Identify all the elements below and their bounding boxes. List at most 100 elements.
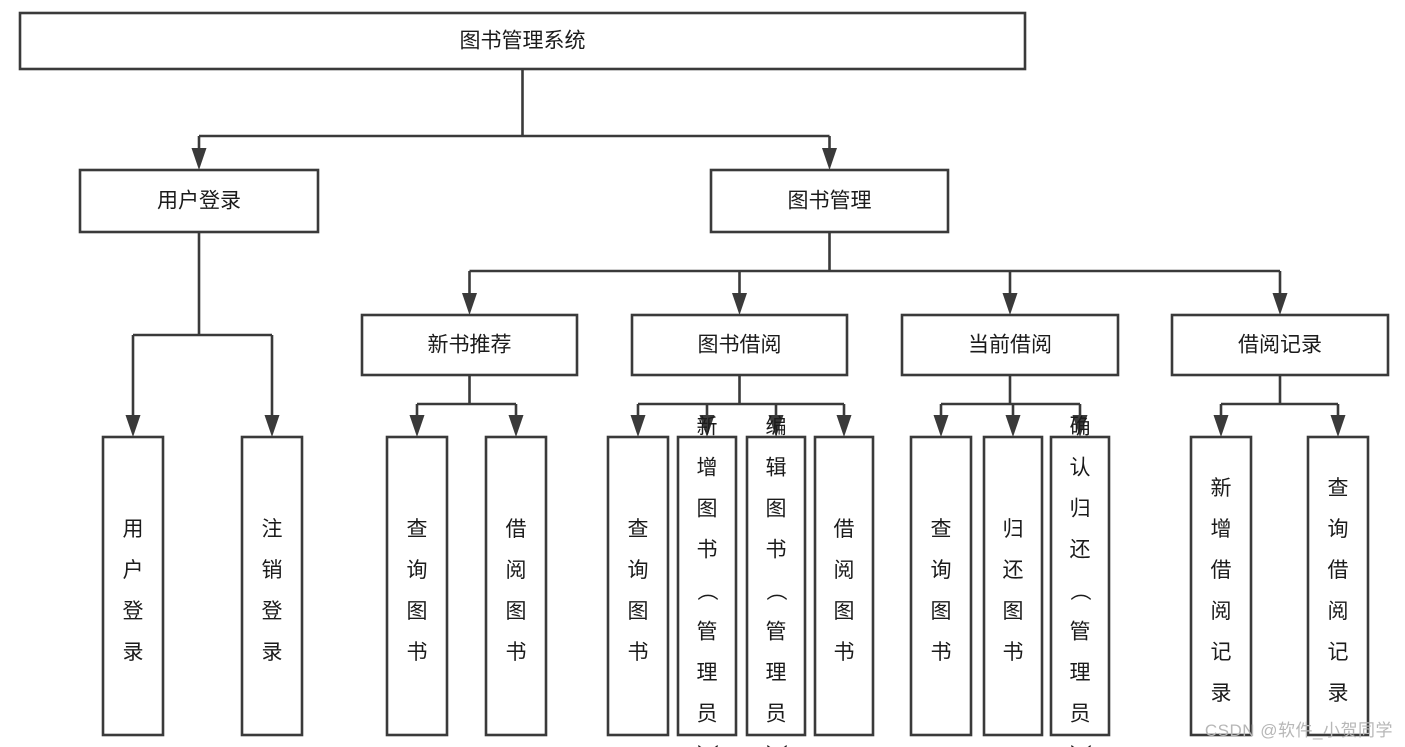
node-label: 图书借阅: [698, 334, 782, 357]
node-label-char: 书: [834, 641, 855, 664]
node-label-char: 销: [262, 559, 283, 582]
node-label-char: 理: [1070, 661, 1091, 684]
level3-node-3[interactable]: 当前借阅: [900, 313, 1120, 377]
node-label-char: 录: [1211, 682, 1232, 705]
node-label-char: ）: [695, 744, 718, 747]
node-label-char: 图: [1003, 600, 1024, 623]
root-node-book-management-system[interactable]: 图书管理系统: [18, 11, 1027, 71]
level2-node-1[interactable]: 用户登录: [78, 168, 320, 234]
node-label-char: 书: [407, 641, 428, 664]
node-label-char: 借: [834, 518, 855, 541]
node-label: 图书管理: [788, 190, 872, 213]
node-label-char: 图: [628, 600, 649, 623]
node-label-char: 记: [1328, 641, 1349, 664]
node-label-char: ）: [764, 744, 787, 747]
node-label-char: 登: [123, 600, 144, 623]
level3-node-2[interactable]: 图书借阅: [630, 313, 849, 377]
node-label-char: 注: [262, 518, 283, 541]
node-label-char: （: [695, 580, 718, 601]
node-label-char: 阅: [506, 559, 527, 582]
node-label-char: 借: [506, 518, 527, 541]
node-label-char: 归: [1070, 497, 1091, 520]
connector-lines: [125, 69, 1346, 437]
level2-node-2[interactable]: 图书管理: [709, 168, 950, 234]
node-label-char: 询: [628, 559, 649, 582]
node-label-char: 员: [766, 702, 787, 725]
node-label-char: 书: [628, 641, 649, 664]
node-label-char: 录: [1328, 682, 1349, 705]
node-label-char: 确: [1070, 415, 1091, 438]
node-label-char: 图: [931, 600, 952, 623]
node-label-char: 书: [506, 641, 527, 664]
node-label-char: 员: [697, 702, 718, 725]
node-label-char: 询: [407, 559, 428, 582]
node-label-char: 认: [1070, 456, 1091, 479]
node-label-char: 录: [262, 641, 283, 664]
node-label-char: 图: [834, 600, 855, 623]
node-label-char: 书: [931, 641, 952, 664]
node-label-char: 阅: [1211, 600, 1232, 623]
node-label-char: 登: [262, 600, 283, 623]
node-label-char: 管: [766, 620, 787, 643]
node-label-char: 查: [628, 518, 649, 541]
node-label-char: 员: [1070, 702, 1091, 725]
node-label-char: 管: [1070, 620, 1091, 643]
node-label-char: 理: [697, 661, 718, 684]
node-label-char: 户: [123, 559, 144, 582]
node-label-char: 增: [697, 456, 718, 479]
node-label-char: 书: [766, 538, 787, 561]
node-label-char: 图: [407, 600, 428, 623]
node-label-char: 查: [407, 518, 428, 541]
node-label: 图书管理系统: [460, 30, 586, 53]
node-label-char: 书: [697, 538, 718, 561]
node-label-char: 书: [1003, 641, 1024, 664]
node-label-char: 编: [766, 415, 787, 438]
level3-node-1[interactable]: 新书推荐: [360, 313, 579, 377]
node-label: 用户登录: [157, 190, 241, 213]
node-label: 新书推荐: [428, 334, 512, 357]
node-label: 当前借阅: [968, 334, 1052, 357]
node-label-char: 询: [931, 559, 952, 582]
node-label-char: 图: [506, 600, 527, 623]
node-label-char: 新: [697, 415, 718, 438]
leaf-node-1[interactable]: 用户登录: [101, 435, 165, 737]
node-label-char: 管: [697, 620, 718, 643]
node-label-char: 辑: [766, 456, 787, 479]
node-label-char: 查: [931, 518, 952, 541]
node-label-char: 记: [1211, 641, 1232, 664]
node-label-char: 理: [766, 661, 787, 684]
node-label-char: 询: [1328, 518, 1349, 541]
node-label-char: 阅: [1328, 600, 1349, 623]
node-label-char: 增: [1211, 518, 1232, 541]
node-label-char: （: [764, 580, 787, 601]
node-label-char: 新: [1211, 477, 1232, 500]
node-label-char: 查: [1328, 477, 1349, 500]
node-label-char: 用: [123, 518, 144, 541]
node-label-char: 图: [766, 497, 787, 520]
node-label-char: 归: [1003, 518, 1024, 541]
node-label-char: （: [1068, 580, 1091, 601]
node-label-char: 借: [1211, 559, 1232, 582]
node-label: 借阅记录: [1238, 334, 1322, 357]
node-label-char: 还: [1070, 538, 1091, 561]
node-label-char: 借: [1328, 559, 1349, 582]
node-label-char: 图: [697, 497, 718, 520]
node-label-char: 阅: [834, 559, 855, 582]
node-boxes: 图书管理系统用户登录图书管理新书推荐图书借阅当前借阅借阅记录用户登录注销登录查询…: [18, 11, 1390, 747]
level3-node-4[interactable]: 借阅记录: [1170, 313, 1390, 377]
node-label-char: 还: [1003, 559, 1024, 582]
node-label-char: 录: [123, 641, 144, 664]
